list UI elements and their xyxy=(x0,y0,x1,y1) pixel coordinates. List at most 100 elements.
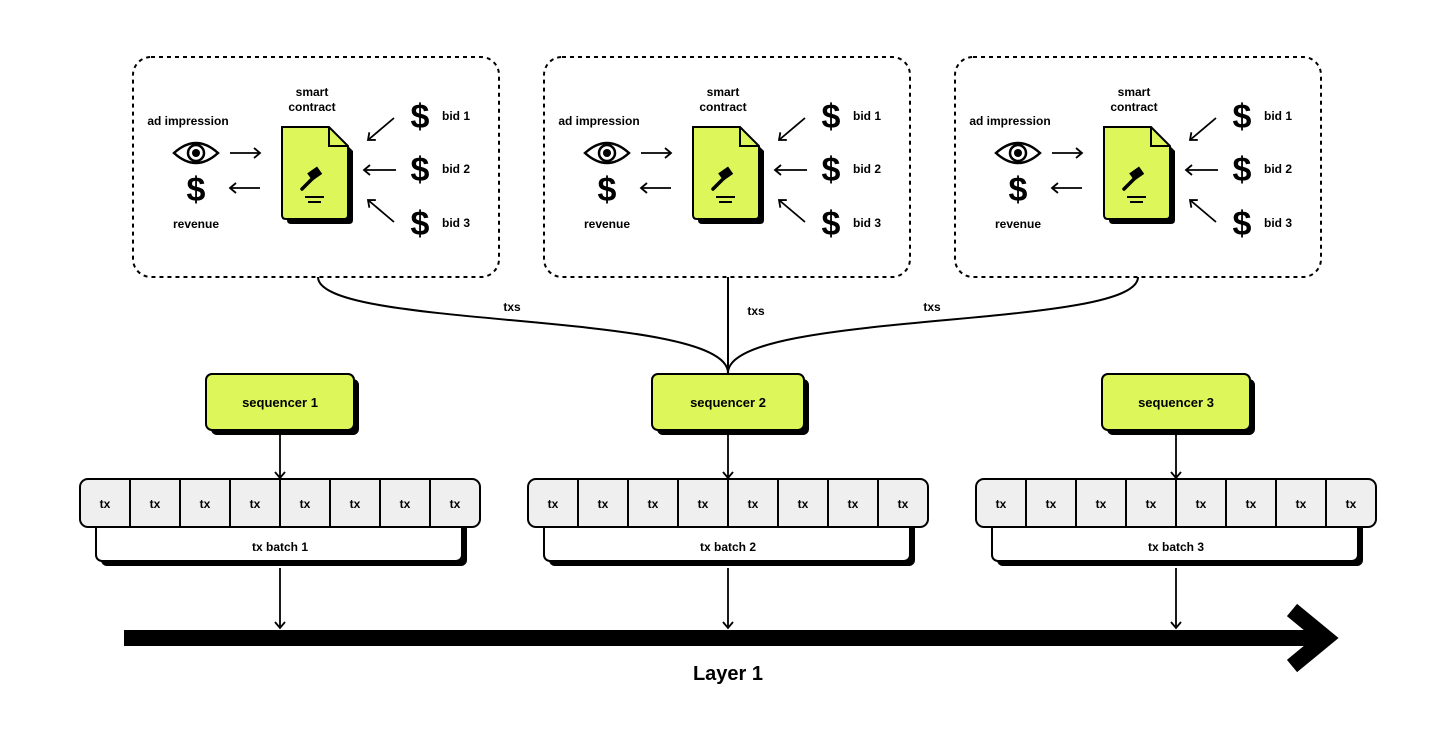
sequencer-pipelines: sequencer 1 tx batch 1 tx tx tx tx tx tx tx tx seq… xyxy=(79,373,1377,630)
tx-cell: tx xyxy=(798,497,809,511)
dollar-icon: $ xyxy=(598,171,617,209)
bid-label: bid 2 xyxy=(1264,162,1292,176)
dollar-icon: $ xyxy=(1233,151,1252,189)
gavel-icon xyxy=(1122,166,1146,203)
txs-curve-right xyxy=(727,276,1139,374)
bid-label: bid 3 xyxy=(1264,216,1292,230)
eye-icon xyxy=(994,141,1042,165)
sequencer-label: sequencer 1 xyxy=(242,395,318,410)
bid-label: bid 2 xyxy=(853,162,881,176)
batch-label: tx batch 2 xyxy=(700,540,756,554)
tx-cell: tx xyxy=(400,497,411,511)
tx-cell: tx xyxy=(350,497,361,511)
auction-panel-border xyxy=(954,56,1322,278)
bid-label: bid 1 xyxy=(1264,109,1292,123)
txs-connectors xyxy=(317,276,1139,374)
tx-cell: tx xyxy=(548,497,559,511)
txs-label-left: txs xyxy=(503,300,521,314)
dollar-icon: $ xyxy=(822,205,841,243)
arrow-bid3-to-contract xyxy=(366,199,395,223)
tx-cell: tx xyxy=(1246,497,1257,511)
revenue-label: revenue xyxy=(173,217,219,231)
gavel-icon xyxy=(300,166,324,203)
sequencer-label: sequencer 3 xyxy=(1138,395,1214,410)
smart-contract-label-line2: contract xyxy=(699,100,746,114)
tx-cell: tx xyxy=(898,497,909,511)
dollar-icon: $ xyxy=(822,151,841,189)
tx-cell: tx xyxy=(150,497,161,511)
ad-impression-label: ad impression xyxy=(147,114,228,128)
bid-label: bid 2 xyxy=(442,162,470,176)
dollar-icon: $ xyxy=(411,151,430,189)
arrow-bid1-to-contract xyxy=(366,117,395,141)
arrow-bid3-to-contract xyxy=(777,199,806,223)
arrow-bid3-to-contract xyxy=(1188,199,1217,223)
bid-2: $ bid 2 xyxy=(822,151,882,189)
ad-impression-label: ad impression xyxy=(969,114,1050,128)
tx-cell: tx xyxy=(748,497,759,511)
tx-cell: tx xyxy=(1146,497,1157,511)
bid-3: $ bid 3 xyxy=(822,205,882,243)
bid-label: bid 3 xyxy=(442,216,470,230)
dollar-icon: $ xyxy=(411,98,430,136)
bid-3: $bid 3 xyxy=(1233,205,1293,243)
tx-cell: tx xyxy=(300,497,311,511)
bid-1: $bid 1 xyxy=(1233,98,1293,136)
tx-cell: tx xyxy=(450,497,461,511)
tx-cell: tx xyxy=(1096,497,1107,511)
bid-label: bid 1 xyxy=(442,109,470,123)
txs-label-middle: txs xyxy=(747,304,765,318)
bid-2: $ bid 2 xyxy=(1233,151,1293,189)
sequencer-label: sequencer 2 xyxy=(690,395,766,410)
sequencer-2-box: sequencer 2 xyxy=(651,373,809,435)
layer-label: Layer 1 xyxy=(693,663,763,685)
ad-impression-label: ad impression xyxy=(558,114,639,128)
tx-cell: tx xyxy=(200,497,211,511)
smart-contract-label-line1: smart xyxy=(296,85,329,99)
auction-panel-border xyxy=(132,56,500,278)
tx-cell: tx xyxy=(996,497,1007,511)
timeline-arrowhead xyxy=(1286,603,1339,673)
dollar-icon: $ xyxy=(411,205,430,243)
bid-label: bid 1 xyxy=(853,109,881,123)
tx-cell: tx xyxy=(1196,497,1207,511)
bid-1: $ bid 1 xyxy=(411,98,471,136)
smart-contract-label-line2: contract xyxy=(1110,100,1157,114)
sequencer-1-box: sequencer 1 xyxy=(205,373,359,435)
arrow-bid1-to-contract xyxy=(777,117,806,141)
auction-panel-border xyxy=(543,56,911,278)
batch-label: tx batch 3 xyxy=(1148,540,1204,554)
bid-2: $ bid 2 xyxy=(411,151,471,189)
bid-1: $ bid 1 xyxy=(822,98,882,136)
batch-label: tx batch 1 xyxy=(252,540,308,554)
dollar-icon: $ xyxy=(187,171,206,209)
sequencer-3-box: sequencer 3 xyxy=(1101,373,1255,435)
timeline-bar xyxy=(124,630,1314,646)
bid-label: bid 3 xyxy=(853,216,881,230)
smart-contract-label-line1: smart xyxy=(707,85,740,99)
txs-curve-left xyxy=(317,276,729,374)
eye-icon xyxy=(172,141,220,165)
bid-3: $ bid 3 xyxy=(411,205,471,243)
tx-cell: tx xyxy=(1346,497,1357,511)
revenue-label: revenue xyxy=(584,217,630,231)
smart-contract-label-line2: contract xyxy=(288,100,335,114)
layer1-timeline: Layer 1 xyxy=(124,603,1339,685)
dollar-icon: $ xyxy=(822,98,841,136)
txs-label-right: txs xyxy=(923,300,941,314)
dollar-icon: $ xyxy=(1009,171,1028,209)
eye-icon xyxy=(583,141,631,165)
tx-cell: tx xyxy=(598,497,609,511)
tx-cell: tx xyxy=(698,497,709,511)
smart-contract-label-line1: smart xyxy=(1118,85,1151,99)
tx-cell: tx xyxy=(250,497,261,511)
